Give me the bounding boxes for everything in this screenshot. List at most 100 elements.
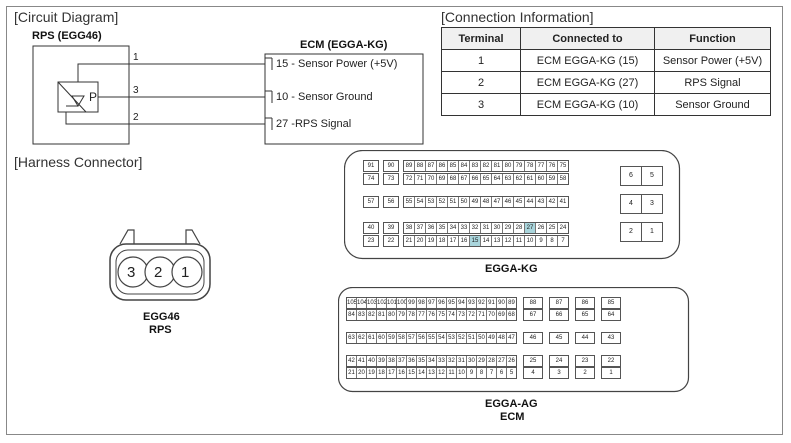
pin-group: 23 bbox=[575, 355, 595, 367]
pin-cell: 89 bbox=[404, 161, 415, 171]
pin-cell: 4 bbox=[620, 194, 642, 214]
pin-cell: 61 bbox=[525, 174, 536, 184]
rps-conn-pin-3: 3 bbox=[127, 264, 136, 281]
pin-group: 88 bbox=[523, 297, 543, 309]
pin-cell: 34 bbox=[427, 356, 437, 366]
pin-cell: 62 bbox=[357, 333, 367, 343]
pin-cell: 78 bbox=[525, 161, 536, 171]
pin-cell: 83 bbox=[470, 161, 481, 171]
pin-group: 65 bbox=[575, 309, 595, 321]
pin-cell: 53 bbox=[447, 333, 457, 343]
connection-table: Terminal Connected to Function 1 ECM EGG… bbox=[441, 27, 771, 116]
pin-cell: 6 bbox=[620, 166, 642, 186]
pin-cell: 63 bbox=[503, 174, 514, 184]
pin-cell: 10 bbox=[525, 236, 536, 246]
function-cell: Sensor Power (+5V) bbox=[654, 49, 771, 72]
pin-cell: 58 bbox=[397, 333, 407, 343]
pin-cell: 10 bbox=[457, 368, 467, 378]
pin-cell: 38 bbox=[387, 356, 397, 366]
pin-cell: 36 bbox=[407, 356, 417, 366]
pin-cell: 92 bbox=[477, 298, 487, 308]
pin-cell: 16 bbox=[459, 236, 470, 246]
pin-cell: 2 bbox=[583, 370, 587, 376]
pin-cell: 65 bbox=[581, 312, 589, 318]
pin-cell: 31 bbox=[457, 356, 467, 366]
pin-cell: 8 bbox=[547, 236, 558, 246]
pin-cell: 52 bbox=[437, 197, 448, 207]
pin-cell: 18 bbox=[437, 236, 448, 246]
pin-group: 39 bbox=[383, 222, 399, 234]
pin-cell: 47 bbox=[492, 197, 503, 207]
pin-cell: 72 bbox=[467, 310, 477, 320]
pin-cell: 9 bbox=[536, 236, 547, 246]
pin-cell: 56 bbox=[417, 333, 427, 343]
pin-cell: 16 bbox=[397, 368, 407, 378]
pin-cell: 82 bbox=[367, 310, 377, 320]
pin-cell: 66 bbox=[470, 174, 481, 184]
pin-cell: 59 bbox=[387, 333, 397, 343]
pin-group: 91 bbox=[363, 160, 379, 172]
pin-cell: 7 bbox=[561, 238, 565, 244]
pin-cell: 34 bbox=[448, 223, 459, 233]
pin-cell: 58 bbox=[559, 176, 567, 182]
pin-cell: 3 bbox=[557, 370, 561, 376]
pin-cell: 79 bbox=[397, 310, 407, 320]
pin-cell: 11 bbox=[447, 368, 457, 378]
pin-cell: 23 bbox=[367, 238, 375, 244]
pin-cell: 21 bbox=[404, 236, 415, 246]
pin-cell: 53 bbox=[426, 197, 437, 207]
pin-cell: 68 bbox=[448, 174, 459, 184]
connected-cell: ECM EGGA-KG (27) bbox=[520, 71, 655, 94]
pin-cell: 94 bbox=[457, 298, 467, 308]
pin-cell: 23 bbox=[581, 358, 589, 364]
pin-cell: 75 bbox=[437, 310, 447, 320]
pin-cell: 62 bbox=[514, 174, 525, 184]
pin-cell: 29 bbox=[503, 223, 514, 233]
rps-pin-1: 1 bbox=[133, 52, 139, 63]
pin-group: 57 bbox=[363, 196, 379, 208]
pin-cell: 19 bbox=[426, 236, 437, 246]
ecm-ag-label: EGGA-AG bbox=[485, 398, 538, 410]
pin-cell: 80 bbox=[503, 161, 514, 171]
pin-cell: 70 bbox=[426, 174, 437, 184]
pin-group: 3 bbox=[549, 367, 569, 379]
pin-cell: 12 bbox=[437, 368, 447, 378]
header-terminal: Terminal bbox=[441, 27, 521, 50]
pin-cell: 17 bbox=[387, 368, 397, 378]
pin-group: 74 bbox=[363, 173, 379, 185]
pin-cell: 42 bbox=[547, 197, 558, 207]
pin-group: 85 bbox=[601, 297, 621, 309]
pin-group: 64 bbox=[601, 309, 621, 321]
pin-cell: 54 bbox=[415, 197, 426, 207]
pin-cell: 33 bbox=[437, 356, 447, 366]
pin-cell: 19 bbox=[367, 368, 377, 378]
pin-cell: 13 bbox=[492, 236, 503, 246]
pin-cell: 65 bbox=[481, 174, 492, 184]
pin-cell: 27 bbox=[525, 223, 536, 233]
pin-group: 90 bbox=[383, 160, 399, 172]
pin-cell: 26 bbox=[536, 223, 547, 233]
pin-cell: 22 bbox=[387, 238, 395, 244]
ecm-ag-sublabel: ECM bbox=[500, 411, 525, 423]
pin-cell: 71 bbox=[477, 310, 487, 320]
ecm-box bbox=[264, 53, 424, 145]
pin-cell: 13 bbox=[427, 368, 437, 378]
pin-cell: 46 bbox=[529, 335, 537, 341]
pin-group: 56 bbox=[383, 196, 399, 208]
pin-cell: 33 bbox=[459, 223, 470, 233]
pin-cell: 32 bbox=[470, 223, 481, 233]
pin-cell: 8 bbox=[477, 368, 487, 378]
pin-cell: 100 bbox=[397, 298, 407, 308]
pin-cell: 27 bbox=[497, 356, 507, 366]
pin-cell: 73 bbox=[457, 310, 467, 320]
pin-cell: 70 bbox=[487, 310, 497, 320]
pin-cell: 44 bbox=[525, 197, 536, 207]
pin-group: 4 bbox=[523, 367, 543, 379]
terminal-cell: 3 bbox=[441, 93, 521, 116]
pin-cell: 11 bbox=[514, 236, 525, 246]
